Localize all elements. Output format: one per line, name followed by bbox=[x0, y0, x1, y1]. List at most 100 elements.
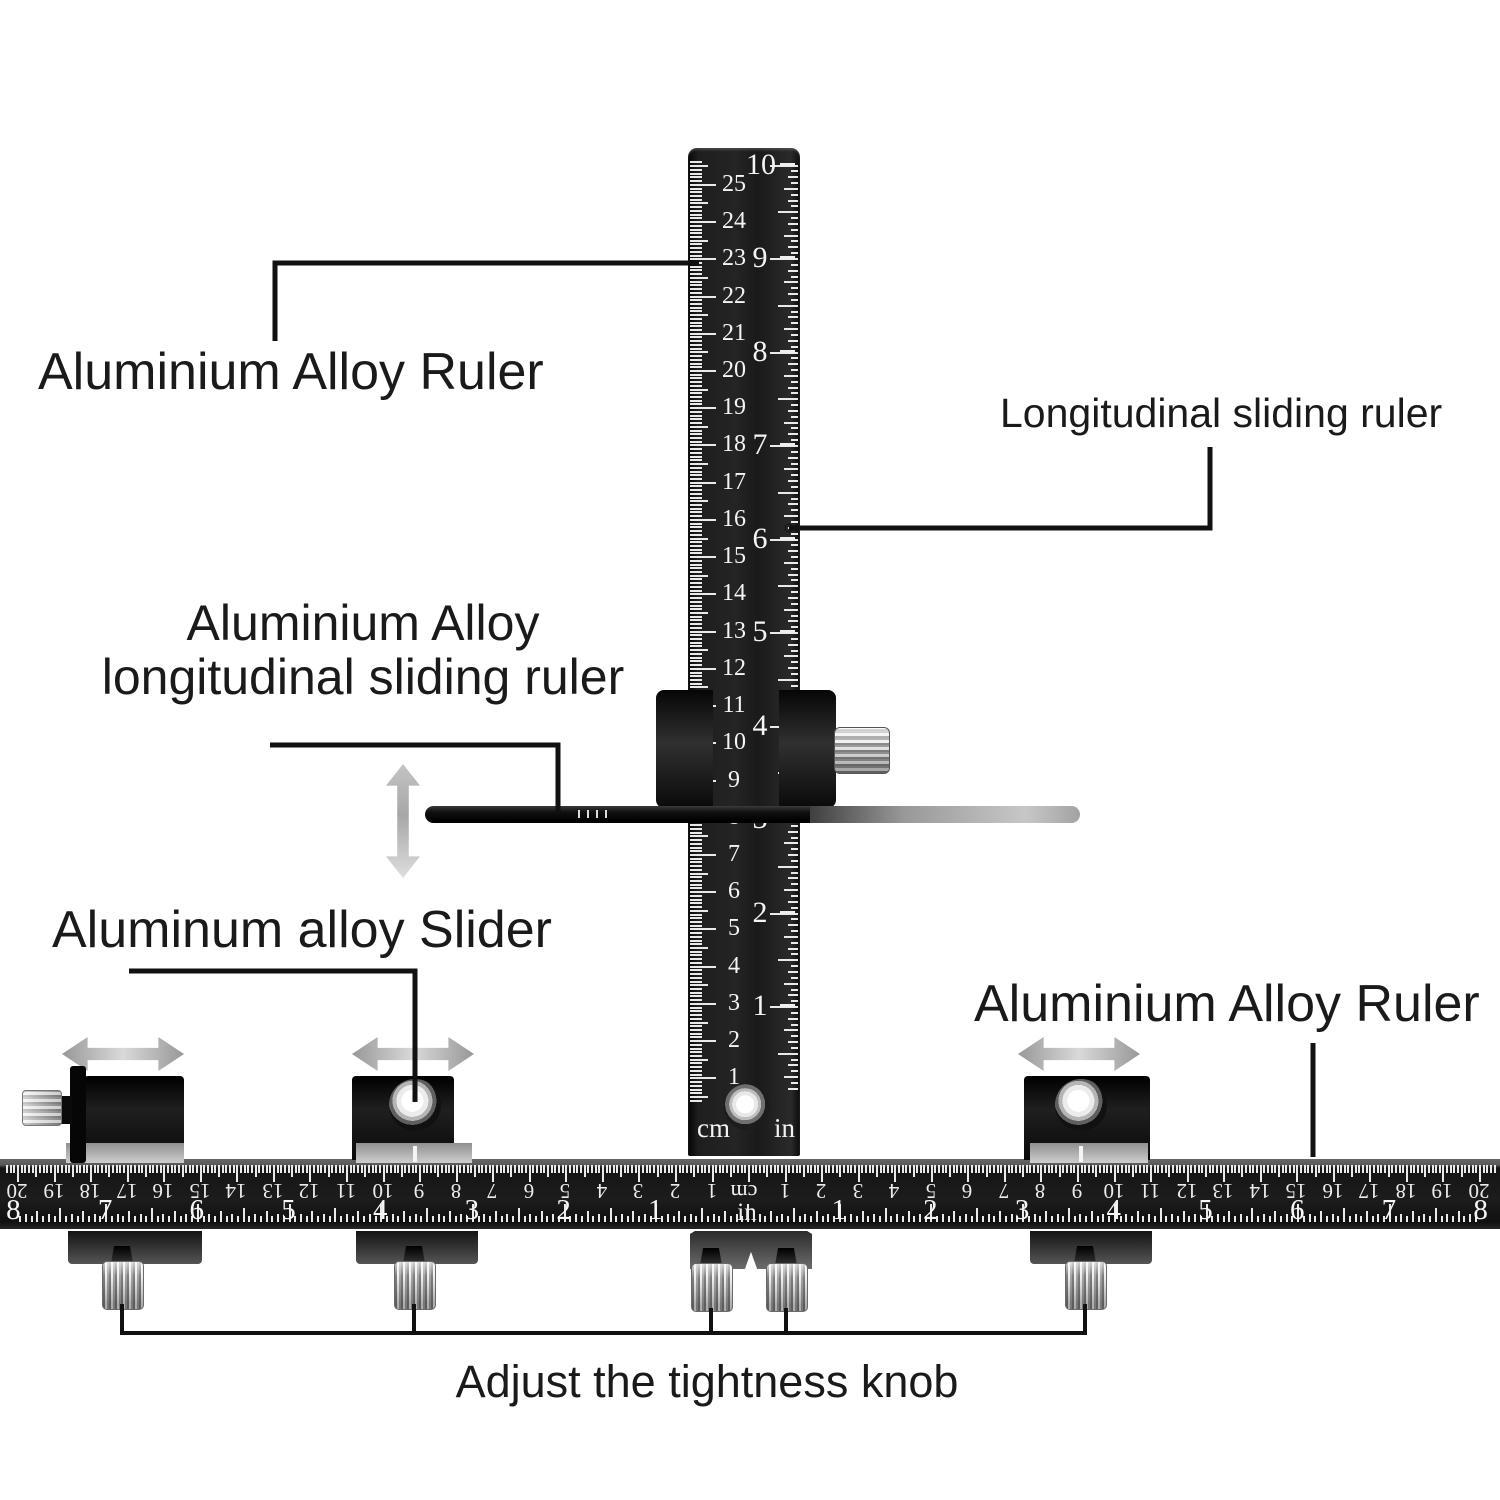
ruler-tick bbox=[952, 1165, 955, 1173]
ruler-tick bbox=[1056, 1214, 1059, 1222]
knob-cap bbox=[1074, 1246, 1096, 1263]
ruler-tick bbox=[663, 1165, 666, 1173]
ruler-tick bbox=[690, 571, 702, 573]
ruler-tick bbox=[1479, 1165, 1481, 1182]
ruler-tick bbox=[1354, 1165, 1357, 1173]
ruler-tick bbox=[199, 1165, 202, 1182]
ruler-tick bbox=[1347, 1165, 1350, 1173]
ruler-tick bbox=[499, 1165, 502, 1173]
ruler-tick bbox=[1288, 1165, 1291, 1173]
ruler-tick bbox=[791, 450, 798, 453]
ruler-tick bbox=[690, 611, 708, 614]
ruler-tick bbox=[784, 374, 798, 377]
ruler-tick bbox=[784, 515, 798, 518]
ruler-tick bbox=[690, 649, 708, 652]
ruler-tick bbox=[690, 667, 716, 670]
ruler-tick bbox=[254, 1165, 257, 1177]
ruler-tick bbox=[690, 623, 702, 626]
ruler-number-inch: 8 bbox=[752, 334, 768, 368]
ruler-tick bbox=[506, 1214, 509, 1222]
ruler-tick bbox=[690, 459, 702, 462]
ruler-tick bbox=[240, 1165, 242, 1173]
ruler-tick bbox=[1270, 1165, 1273, 1173]
ruler-tick bbox=[1050, 1216, 1053, 1222]
ruler-tick bbox=[791, 520, 798, 523]
ruler-number-cm: 25 bbox=[722, 170, 746, 197]
ruler-tick bbox=[1337, 1216, 1340, 1222]
ruler-tick bbox=[1176, 1216, 1179, 1222]
ruler-tick bbox=[1190, 1165, 1193, 1173]
ruler-tick bbox=[181, 1165, 184, 1177]
ruler-tick bbox=[690, 425, 708, 428]
ruler-tick bbox=[690, 541, 702, 544]
ruler-tick bbox=[192, 1165, 195, 1173]
ruler-tick bbox=[506, 1165, 509, 1173]
ruler-tick bbox=[620, 1214, 623, 1222]
ruler-tick bbox=[788, 994, 798, 997]
ruler-tick bbox=[462, 1165, 465, 1173]
ruler-tick bbox=[690, 194, 702, 197]
ruler-tick bbox=[1325, 1216, 1328, 1222]
ruler-tick bbox=[759, 1165, 761, 1173]
ruler-tick bbox=[1215, 1165, 1218, 1173]
ruler-tick bbox=[791, 1035, 798, 1038]
ruler-tick bbox=[690, 329, 702, 331]
ruler-tick bbox=[1292, 1165, 1295, 1173]
ruler-tick bbox=[791, 848, 798, 851]
ruler-tick bbox=[196, 1165, 199, 1173]
ruler-tick bbox=[872, 1165, 875, 1173]
ruler-tick bbox=[953, 1211, 956, 1222]
ruler-tick bbox=[1460, 1165, 1463, 1177]
ruler-tick bbox=[1036, 1165, 1039, 1173]
ruler-tick bbox=[804, 1214, 807, 1222]
ruler-tick bbox=[1365, 1165, 1368, 1173]
ruler-tick bbox=[483, 1214, 486, 1222]
ruler-tick bbox=[1398, 1165, 1401, 1173]
ruler-tick bbox=[1096, 1216, 1099, 1222]
ruler-number-inch: 4 bbox=[372, 1194, 388, 1226]
ruler-tick bbox=[733, 1165, 736, 1173]
ruler-tick bbox=[1047, 1165, 1050, 1173]
ruler-tick bbox=[690, 827, 702, 830]
ruler-tick bbox=[788, 1064, 798, 1067]
ruler-number-inch: 3 bbox=[464, 1194, 480, 1226]
ruler-tick bbox=[778, 865, 798, 868]
ruler-tick bbox=[690, 485, 702, 488]
ruler-tick bbox=[346, 1165, 348, 1182]
ruler-tick bbox=[802, 1165, 805, 1177]
knob-cap bbox=[111, 1246, 133, 1263]
ruler-tick bbox=[521, 1165, 524, 1173]
ruler-tick bbox=[30, 1216, 33, 1222]
ruler-tick bbox=[431, 1216, 434, 1222]
ruler-tick bbox=[1394, 1165, 1397, 1173]
ruler-tick bbox=[690, 235, 702, 238]
ruler-number-cm: 14 bbox=[722, 580, 746, 607]
ruler-tick bbox=[24, 1165, 27, 1173]
ruler-tick bbox=[798, 1216, 801, 1222]
ruler-tick bbox=[690, 276, 708, 279]
ruler-tick bbox=[690, 433, 702, 436]
ruler-tick bbox=[1296, 1165, 1299, 1182]
ruler-tick bbox=[1417, 1216, 1420, 1222]
ruler-tick bbox=[269, 1165, 272, 1173]
ruler-tick bbox=[254, 1214, 257, 1222]
crossbar-tick bbox=[587, 810, 589, 818]
ruler-tick bbox=[133, 1216, 136, 1222]
ruler-tick bbox=[690, 909, 708, 912]
ruler-tick bbox=[788, 316, 798, 319]
ruler-tick bbox=[1098, 1165, 1101, 1173]
ruler-tick bbox=[810, 1216, 812, 1222]
ruler-tick bbox=[883, 1165, 886, 1173]
ruler-tick bbox=[75, 1165, 78, 1173]
ruler-tick bbox=[690, 652, 702, 655]
ruler-tick bbox=[791, 357, 798, 360]
ruler-tick bbox=[1139, 1165, 1142, 1173]
ruler-tick bbox=[695, 1216, 698, 1222]
ruler-tick bbox=[690, 932, 702, 935]
ruler-tick bbox=[455, 1165, 458, 1182]
ruler-tick bbox=[690, 861, 702, 864]
ruler-tick bbox=[982, 1216, 984, 1222]
ruler-number-inch: 6 bbox=[1289, 1194, 1305, 1226]
ruler-tick bbox=[690, 597, 702, 599]
